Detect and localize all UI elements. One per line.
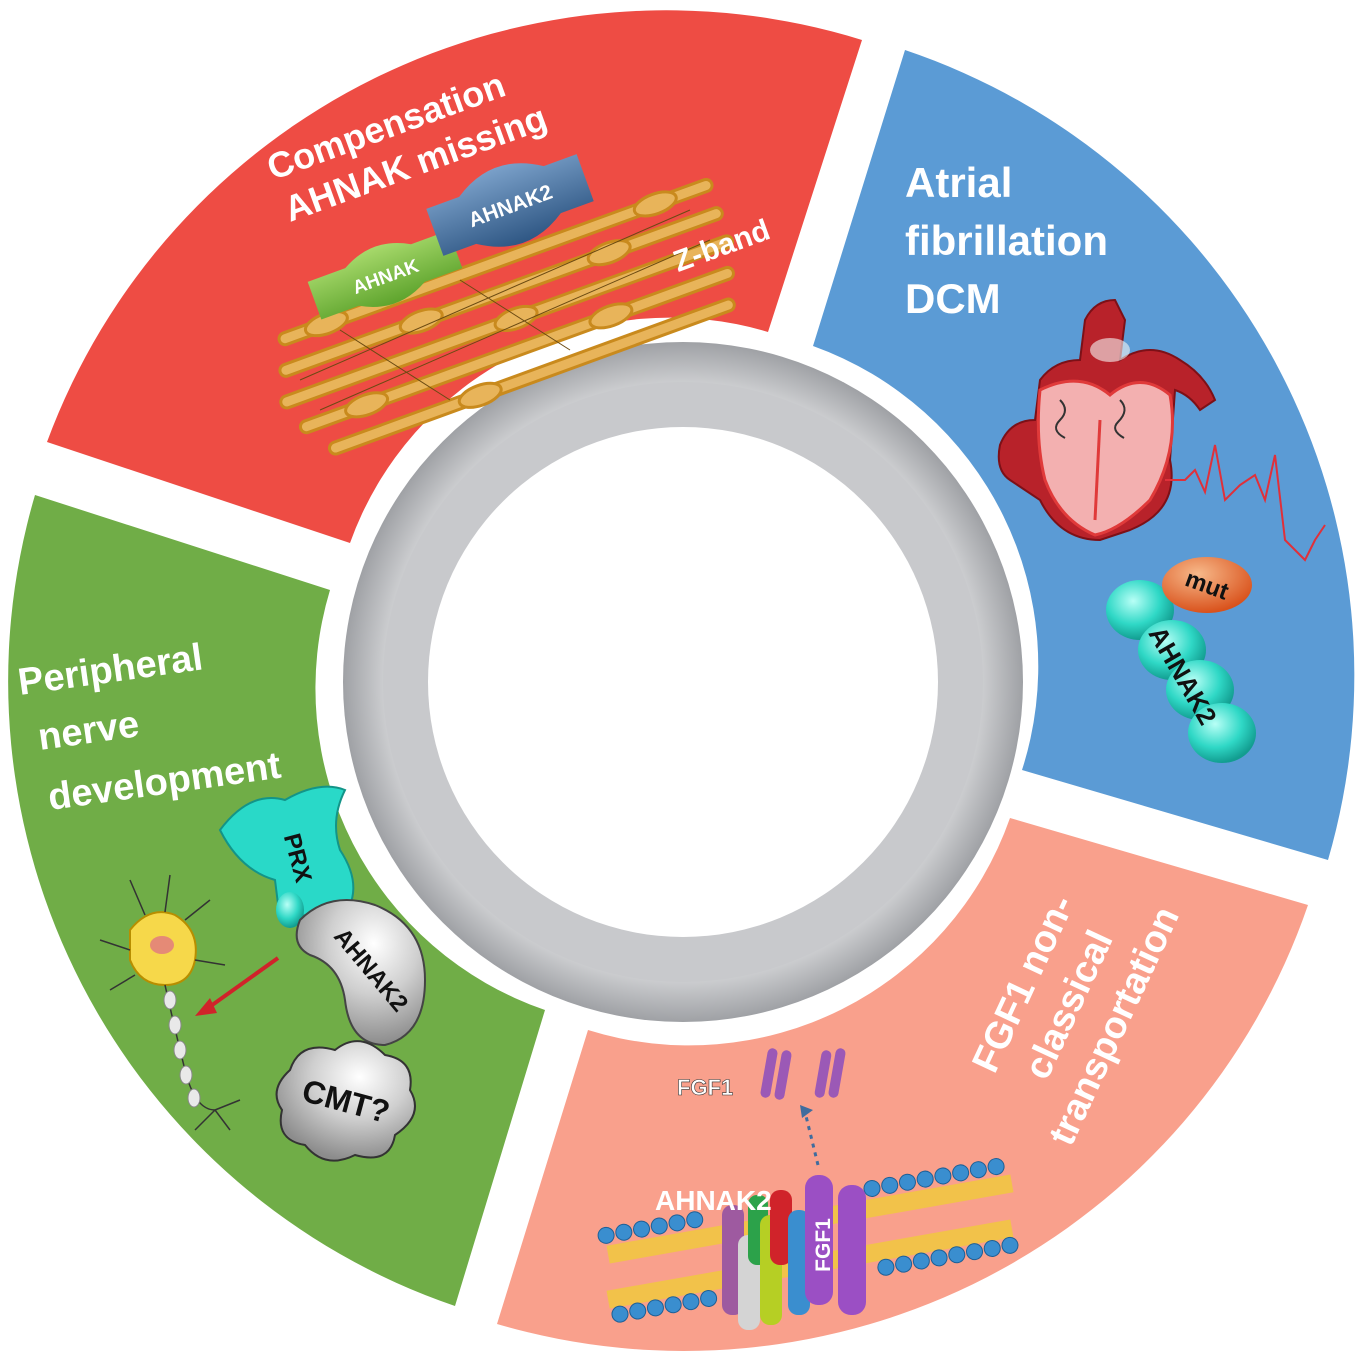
ahnak2-transmembrane-icon: [722, 1190, 810, 1330]
transport-arrowhead: [800, 1105, 813, 1118]
mutation-badge: mut: [1162, 557, 1252, 613]
ecg-trace: [1165, 444, 1326, 562]
fgf1-membrane-label: FGF1: [812, 1218, 835, 1272]
fgf1-top-label: FGF1: [677, 1075, 733, 1100]
ahnak2-bottom-label: AHNAK2: [655, 1185, 772, 1216]
fgf1-membrane-icon: FGF1: [805, 1175, 866, 1315]
red-arrow: [206, 956, 280, 1010]
prx-protein: PRX: [218, 785, 355, 928]
neuron-icon: [99, 874, 241, 1131]
transport-arrow: [803, 1111, 820, 1166]
cmt-cloud: CMT?: [275, 1040, 416, 1162]
ahnak-protein: AHNAK: [307, 230, 463, 320]
atrial-line-2: fibrillation: [905, 217, 1108, 264]
atrial-line-1: Atrial: [905, 159, 1012, 206]
heart-icon: [997, 298, 1217, 542]
ahnak2-protein-top: AHNAK2: [426, 154, 594, 256]
center-disc: [428, 427, 938, 937]
red-arrowhead: [195, 998, 217, 1016]
atrial-line-3: DCM: [905, 275, 1001, 322]
fgf1-dimer-icon: [760, 1048, 846, 1100]
sarcomere-icon: [277, 177, 736, 456]
ahnak2-protein-left: AHNAK2: [295, 899, 427, 1047]
